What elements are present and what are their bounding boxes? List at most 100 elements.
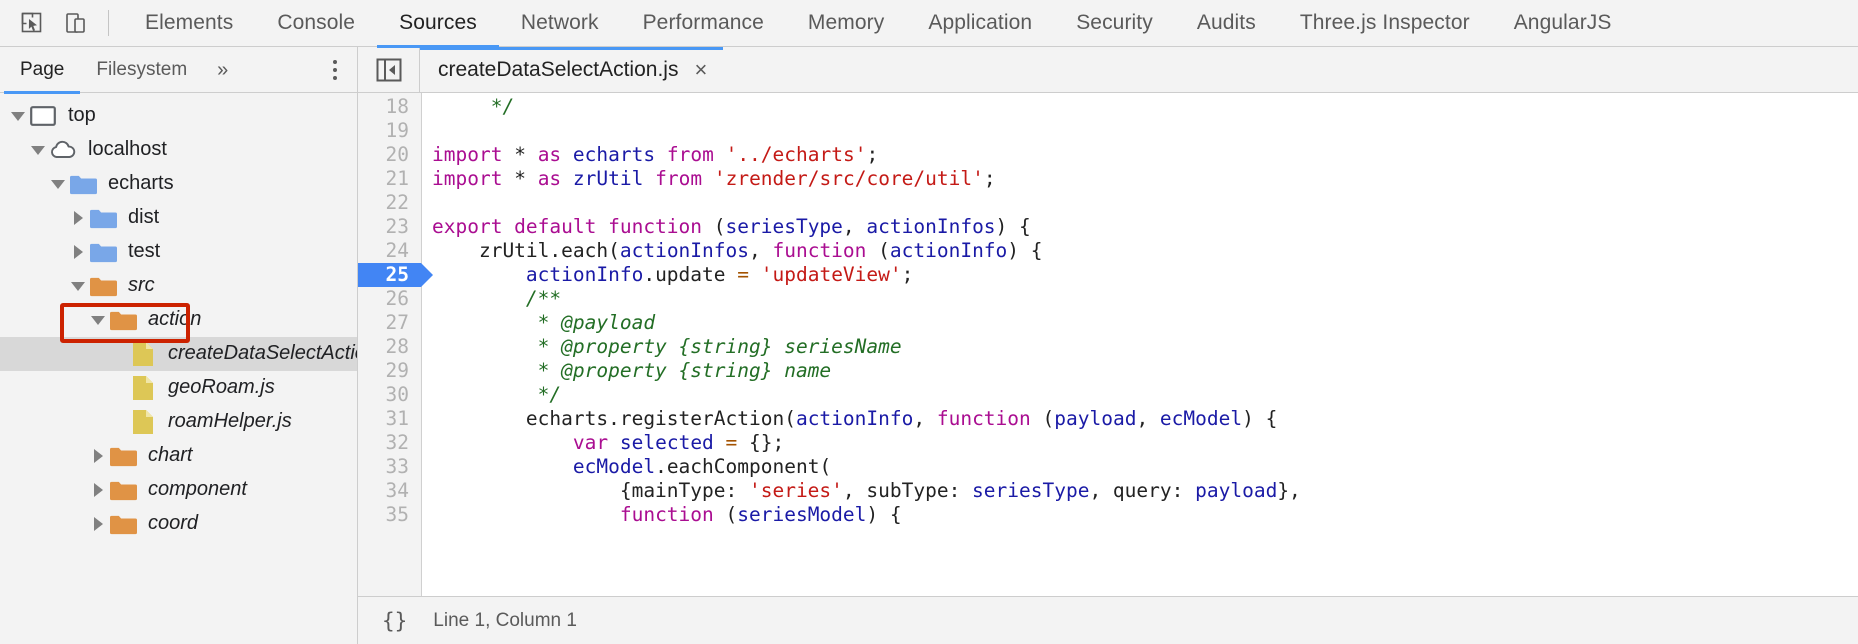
panel-tab-security[interactable]: Security xyxy=(1054,0,1175,47)
panel-tab-label: Memory xyxy=(807,11,885,34)
line-number[interactable]: 28 xyxy=(385,335,409,358)
code-content[interactable]: */ import * as echarts from '../echarts'… xyxy=(422,93,1858,596)
twisty-expanded-icon[interactable] xyxy=(88,303,108,337)
panel-tab-threejs-inspector[interactable]: Three.js Inspector xyxy=(1278,0,1492,47)
close-icon[interactable]: × xyxy=(694,56,708,82)
folder-blue-icon xyxy=(88,205,118,231)
line-number[interactable]: 30 xyxy=(385,383,409,406)
twisty-expanded-icon[interactable] xyxy=(68,269,88,303)
tree-item-component[interactable]: component xyxy=(0,473,357,507)
twisty-collapsed-icon[interactable] xyxy=(68,235,88,269)
line-number[interactable]: 22 xyxy=(385,191,409,214)
chevron-double-right-icon[interactable]: » xyxy=(217,58,229,81)
code-line[interactable]: import * as zrUtil from 'zrender/src/cor… xyxy=(422,167,1858,191)
code-line[interactable]: * @property {string} seriesName xyxy=(422,335,1858,359)
code-line[interactable]: zrUtil.each(actionInfos, function (actio… xyxy=(422,239,1858,263)
panel-tab-angularjs[interactable]: AngularJS xyxy=(1492,0,1634,47)
code-line[interactable]: */ xyxy=(422,383,1858,407)
panel-tab-application[interactable]: Application xyxy=(906,0,1054,47)
code-line[interactable]: ecModel.eachComponent( xyxy=(422,455,1858,479)
code-token: payload xyxy=(1195,479,1278,502)
show-navigator-icon[interactable] xyxy=(358,47,420,92)
code-token: seriesType xyxy=(725,215,843,238)
tree-item-localhost[interactable]: localhost xyxy=(0,133,357,167)
tree-item-top[interactable]: top xyxy=(0,99,357,133)
folder-blue-icon xyxy=(68,171,98,197)
code-line[interactable]: * @property {string} name xyxy=(422,359,1858,383)
panel-tab-elements[interactable]: Elements xyxy=(123,0,255,47)
line-number[interactable]: 26 xyxy=(385,287,409,310)
line-number[interactable]: 35 xyxy=(385,503,409,526)
twisty-collapsed-icon[interactable] xyxy=(88,507,108,541)
line-number[interactable]: 34 xyxy=(385,479,409,502)
tree-item-echarts[interactable]: echarts xyxy=(0,167,357,201)
twisty-expanded-icon[interactable] xyxy=(8,99,28,133)
code-line[interactable]: */ xyxy=(422,95,1858,119)
line-number[interactable]: 33 xyxy=(385,455,409,478)
line-number[interactable]: 21 xyxy=(385,167,409,190)
tree-item-coord[interactable]: coord xyxy=(0,507,357,541)
line-number[interactable]: 24 xyxy=(385,239,409,262)
code-token xyxy=(608,431,620,454)
navigator-tab-page[interactable]: Page xyxy=(4,47,81,94)
code-line[interactable]: function (seriesModel) { xyxy=(422,503,1858,527)
code-line[interactable]: {mainType: 'series', subType: seriesType… xyxy=(422,479,1858,503)
code-line[interactable]: * @payload xyxy=(422,311,1858,335)
twisty-collapsed-icon[interactable] xyxy=(68,201,88,235)
code-token: * @property {string} seriesName xyxy=(432,335,902,358)
line-number[interactable]: 29 xyxy=(385,359,409,382)
line-number[interactable]: 32 xyxy=(385,431,409,454)
pretty-print-icon[interactable]: {} xyxy=(382,608,408,633)
code-token: ecModel xyxy=(572,455,656,478)
panel-tab-audits[interactable]: Audits xyxy=(1175,0,1278,47)
twisty-collapsed-icon[interactable] xyxy=(88,439,108,473)
panel-tab-sources[interactable]: Sources xyxy=(377,0,499,48)
line-number[interactable]: 18 xyxy=(385,95,409,118)
code-line[interactable]: var selected = {}; xyxy=(422,431,1858,455)
tree-item-create-data-select-action[interactable]: createDataSelectAction.js xyxy=(0,337,357,371)
panel-tab-memory[interactable]: Memory xyxy=(786,0,906,47)
line-number[interactable]: 31 xyxy=(385,407,409,430)
editor-tab-create-data-select-action[interactable]: createDataSelectAction.js × xyxy=(420,47,724,92)
code-line[interactable] xyxy=(422,119,1858,143)
line-number[interactable]: 23 xyxy=(385,215,409,238)
code-line[interactable]: echarts.registerAction(actionInfo, funct… xyxy=(422,407,1858,431)
panel-tab-label: Three.js Inspector xyxy=(1299,11,1470,34)
code-token: */ xyxy=(432,383,562,406)
panel-tab-network[interactable]: Network xyxy=(499,0,621,47)
tree-item-geo-roam[interactable]: geoRoam.js xyxy=(0,371,357,405)
tree-item-roam-helper[interactable]: roamHelper.js xyxy=(0,405,357,439)
code-token: ; xyxy=(901,263,914,286)
navigator-more-options-icon[interactable] xyxy=(329,56,341,84)
file-tree[interactable]: top localhost xyxy=(0,93,357,644)
twisty-collapsed-icon[interactable] xyxy=(88,473,108,507)
tree-item-action[interactable]: action xyxy=(0,303,357,337)
tree-item-src[interactable]: src xyxy=(0,269,357,303)
line-number[interactable]: 19 xyxy=(385,119,409,142)
tree-item-label: geoRoam.js xyxy=(168,376,275,398)
code-line[interactable]: import * as echarts from '../echarts'; xyxy=(422,143,1858,167)
code-line[interactable]: /** xyxy=(422,287,1858,311)
tree-item-test[interactable]: test xyxy=(0,235,357,269)
panel-tab-console[interactable]: Console xyxy=(255,0,377,47)
device-toggle-icon[interactable] xyxy=(54,3,98,43)
navigator-tab-filesystem[interactable]: Filesystem xyxy=(80,47,203,93)
code-token: var xyxy=(572,431,609,454)
tree-item-chart[interactable]: chart xyxy=(0,439,357,473)
line-number[interactable]: 27 xyxy=(385,311,409,334)
code-line[interactable] xyxy=(422,191,1858,215)
twisty-expanded-icon[interactable] xyxy=(28,133,48,167)
code-line[interactable]: export default function (seriesType, act… xyxy=(422,215,1858,239)
tree-item-dist[interactable]: dist xyxy=(0,201,357,235)
panel-tab-performance[interactable]: Performance xyxy=(621,0,786,47)
code-line[interactable]: actionInfo.update = 'updateView'; xyxy=(422,263,1858,287)
twisty-expanded-icon[interactable] xyxy=(48,167,68,201)
inspect-cursor-icon[interactable] xyxy=(10,3,54,43)
folder-blue-icon xyxy=(88,239,118,265)
breakpoint-line-number[interactable]: 25 xyxy=(358,263,433,287)
cloud-icon xyxy=(48,137,78,163)
line-number[interactable]: 20 xyxy=(385,143,409,166)
code-token: * @property {string} name xyxy=(432,359,832,382)
